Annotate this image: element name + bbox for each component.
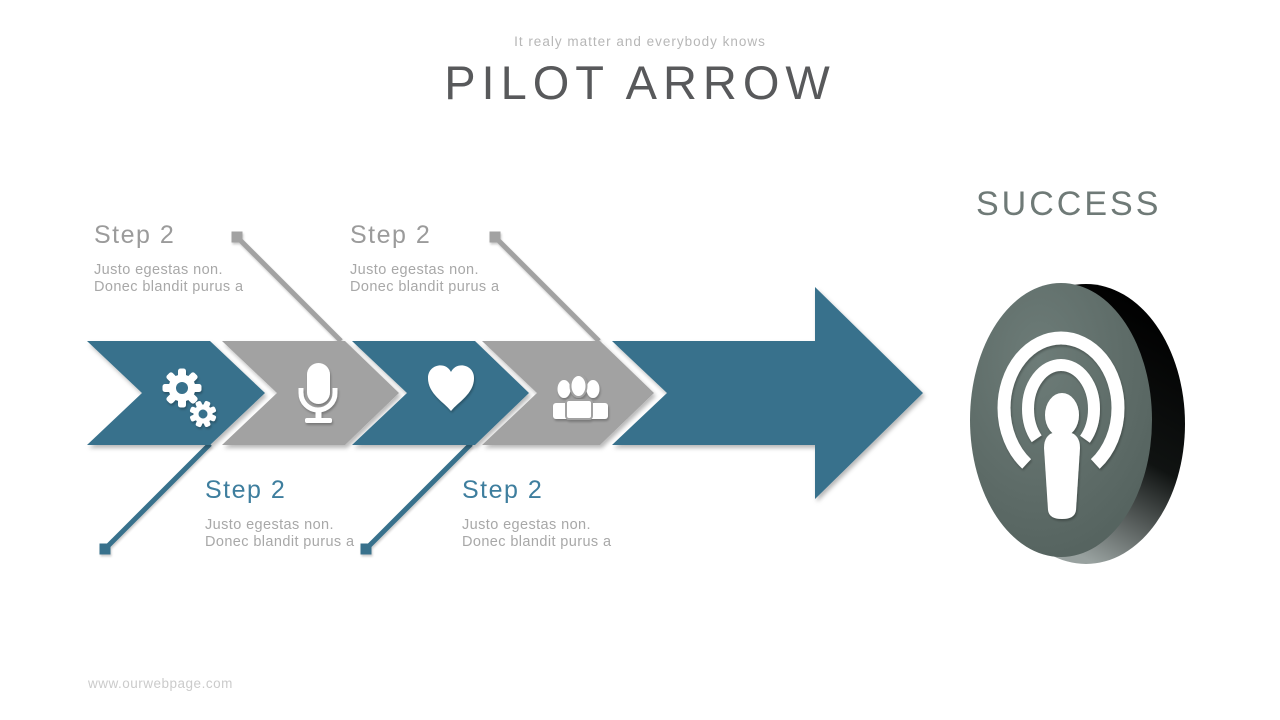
step-desc: Justo egestas non. Donec blandit purus a [205,517,455,551]
step-desc-line: Donec blandit purus a [94,279,244,295]
step-desc-line: Donec blandit purus a [205,534,355,550]
success-disc [970,283,1185,564]
page-title: PILOT ARROW [444,56,836,109]
step-desc: Justo egestas non. Donec blandit purus a [462,517,712,551]
step-desc-line: Donec blandit purus a [462,534,612,550]
footer-url: www.ourwebpage.com [88,676,233,691]
heart-icon [428,365,474,411]
callout-line [364,442,473,551]
callout-line [493,235,601,343]
step-desc-line: Justo egestas non. [462,517,591,533]
microphone-icon [298,363,338,423]
step-desc-line: Justo egestas non. [94,262,223,278]
step-desc-line: Donec blandit purus a [350,279,500,295]
step-desc: Justo egestas non. Donec blandit purus a [350,262,600,296]
step-title: Step 2 [94,221,176,249]
callout-marker [360,543,372,555]
main-arrow [612,287,923,499]
step-title: Step 2 [462,476,544,504]
step-desc-line: Justo egestas non. [205,517,334,533]
callout-marker [231,231,243,243]
callout-marker [489,231,501,243]
group-icon [553,374,608,420]
callout-line [103,442,212,551]
step-label-heart: Step 2 Justo egestas non. Donec blandit … [462,476,712,551]
callout-line [235,235,343,343]
step-label-gears: Step 2 Justo egestas non. Donec blandit … [205,476,455,551]
success-label: SUCCESS [976,185,1162,223]
step-title: Step 2 [350,221,432,249]
podcast-icon [997,331,1125,519]
slide-subtitle: It realy matter and everybody knows [514,34,766,49]
step-title: Step 2 [205,476,287,504]
step-label-group: Step 2 Justo egestas non. Donec blandit … [350,221,600,296]
callout-marker [99,543,111,555]
gears-icon [162,368,217,428]
step-desc-line: Justo egestas non. [350,262,479,278]
step-label-mic: Step 2 Justo egestas non. Donec blandit … [94,221,344,296]
step-desc: Justo egestas non. Donec blandit purus a [94,262,344,296]
